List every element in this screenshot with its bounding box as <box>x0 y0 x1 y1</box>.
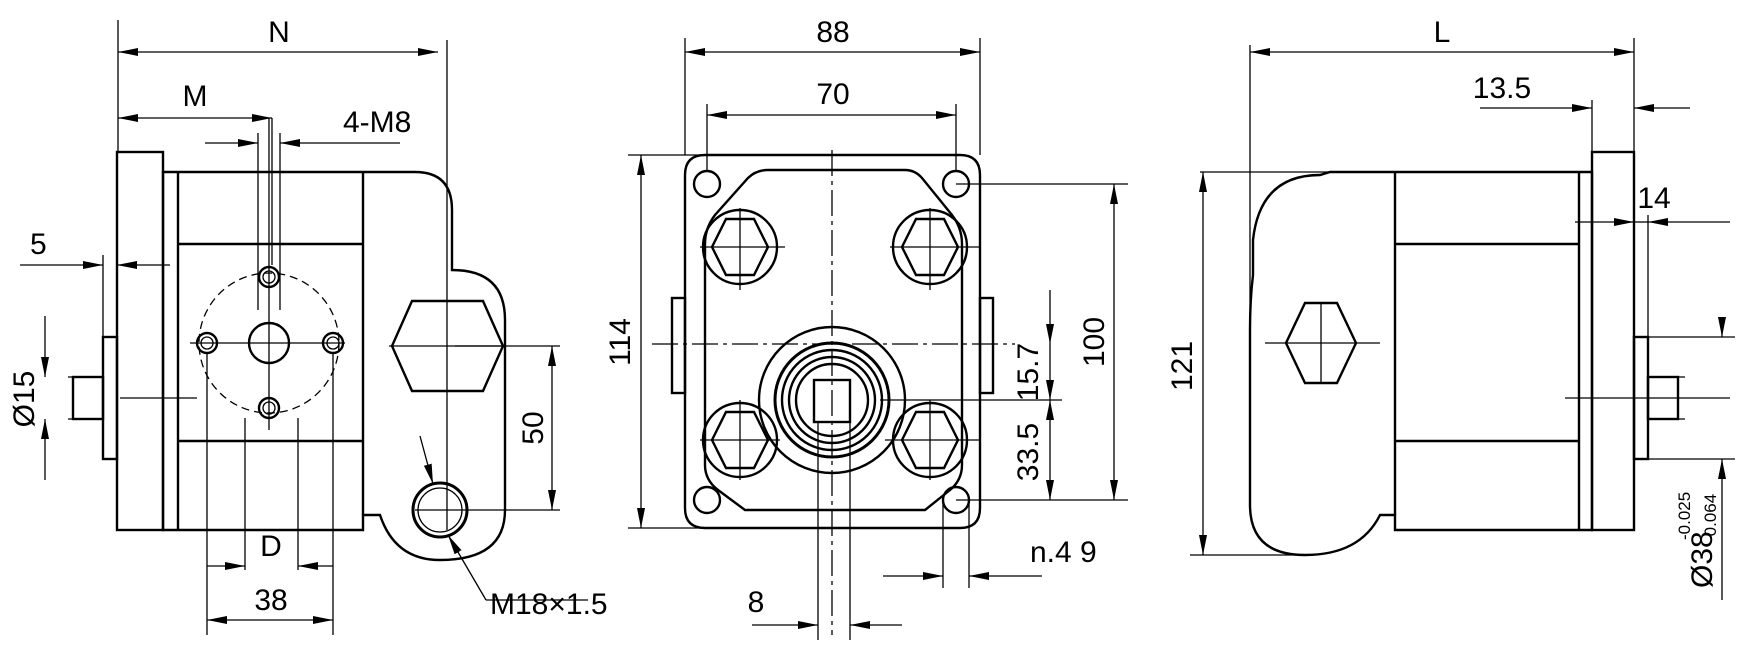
label-tol-upper: -0.025 <box>1675 492 1694 540</box>
left-side-view <box>20 20 588 635</box>
label-88: 88 <box>816 16 849 49</box>
label-70: 70 <box>816 78 849 111</box>
label-n49: n.4 9 <box>1030 536 1097 569</box>
label-33-5: 33.5 <box>1012 423 1045 481</box>
label-4-m8: 4-M8 <box>343 106 411 139</box>
label-38: 38 <box>254 584 287 617</box>
label-D: D <box>260 530 282 563</box>
label-d15: Ø15 <box>8 371 41 428</box>
label-121: 121 <box>1166 341 1199 391</box>
label-14: 14 <box>1637 182 1670 215</box>
label-tol-lower: -0.064 <box>1701 494 1720 542</box>
label-13-5: 13.5 <box>1473 72 1531 105</box>
label-8: 8 <box>748 586 765 619</box>
label-50: 50 <box>517 411 550 444</box>
label-N: N <box>268 16 290 49</box>
label-100: 100 <box>1078 317 1111 367</box>
label-L: L <box>1434 16 1451 49</box>
label-114: 114 <box>604 318 637 366</box>
label-d38: Ø38 <box>1686 531 1719 588</box>
label-15-7: 15.7 <box>1012 343 1045 401</box>
label-5: 5 <box>30 228 47 261</box>
right-side-view <box>1190 38 1735 600</box>
label-M: M <box>183 80 208 113</box>
middle-front-view <box>628 38 1128 640</box>
label-m18: M18×1.5 <box>490 588 608 621</box>
